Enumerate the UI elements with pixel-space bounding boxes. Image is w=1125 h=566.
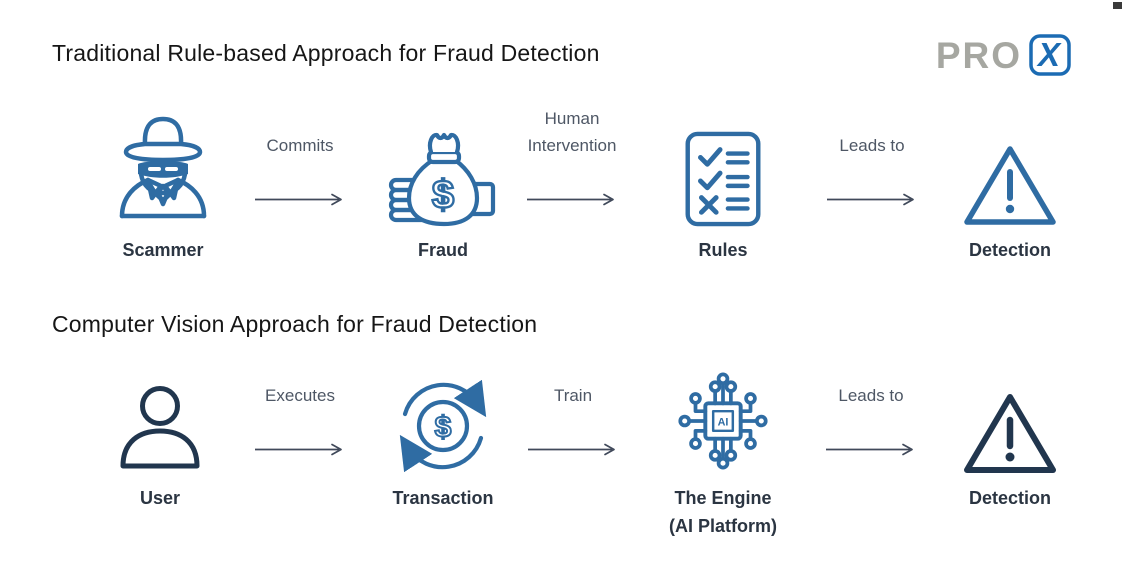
- node-engine: AI The Engine (AI Platform): [648, 372, 798, 537]
- connector-label: Commits: [266, 135, 334, 155]
- right-arrow-icon: [255, 443, 342, 456]
- node-sublabel-ai-platform: (AI Platform): [669, 516, 777, 536]
- node-label-user: User: [139, 488, 181, 508]
- node-label-detection: Detection: [968, 240, 1051, 260]
- section-title-traditional: Traditional Rule-based Approach for Frau…: [52, 40, 600, 66]
- node-label-transaction: Transaction: [392, 488, 494, 508]
- svg-text:X: X: [1036, 36, 1062, 73]
- right-arrow-icon: [255, 193, 342, 206]
- section-title-computer-vision: Computer Vision Approach for Fraud Detec…: [52, 311, 538, 337]
- connector-label: Train: [553, 385, 593, 405]
- person-icon: [113, 374, 207, 476]
- warning-triangle-icon: [962, 106, 1058, 228]
- money-bag-icon: $: [387, 106, 499, 228]
- connector-executes: Executes: [230, 346, 370, 456]
- node-user: User: [95, 374, 225, 509]
- screen-corner-artifact: [1113, 2, 1122, 9]
- right-arrow-icon: [527, 193, 614, 206]
- connector-label: Executes: [265, 385, 335, 405]
- prox-logo: PRO X: [936, 32, 1073, 78]
- node-rules: Rules: [658, 106, 788, 261]
- spy-icon: [108, 106, 218, 228]
- node-detection: Detection: [945, 374, 1075, 509]
- connector-leads-to: Leads to: [801, 346, 941, 456]
- connector-human-intervention: Human Intervention: [502, 96, 642, 206]
- logo-x-mark-icon: X: [1029, 34, 1071, 76]
- logo-text-pro: PRO: [935, 34, 1022, 76]
- connector-label: Human Intervention: [527, 109, 617, 155]
- node-scammer: Scammer: [98, 106, 228, 261]
- svg-text:$: $: [432, 173, 454, 217]
- node-detection: Detection: [945, 106, 1075, 261]
- connector-label: Leads to: [839, 135, 905, 155]
- ai-chip-icon: AI: [665, 372, 781, 476]
- dollar-cycle-icon: $: [393, 374, 493, 476]
- node-label-rules: Rules: [698, 240, 748, 260]
- connector-label: Leads to: [838, 385, 904, 405]
- connector-commits: Commits: [230, 96, 370, 206]
- svg-text:AI: AI: [718, 416, 729, 428]
- right-arrow-icon: [827, 193, 914, 206]
- warning-triangle-icon: [962, 374, 1058, 476]
- node-fraud: $ Fraud: [378, 106, 508, 261]
- node-label-fraud: Fraud: [417, 240, 468, 260]
- node-label-detection: Detection: [968, 488, 1051, 508]
- connector-leads-to: Leads to: [802, 96, 942, 206]
- node-label-engine: The Engine: [674, 488, 772, 508]
- checklist-icon: [682, 106, 764, 228]
- right-arrow-icon: [826, 443, 913, 456]
- svg-text:$: $: [435, 411, 452, 444]
- right-arrow-icon: [528, 443, 615, 456]
- node-transaction: $ Transaction: [378, 374, 508, 509]
- connector-train: Train: [503, 346, 643, 456]
- node-label-scammer: Scammer: [122, 240, 204, 260]
